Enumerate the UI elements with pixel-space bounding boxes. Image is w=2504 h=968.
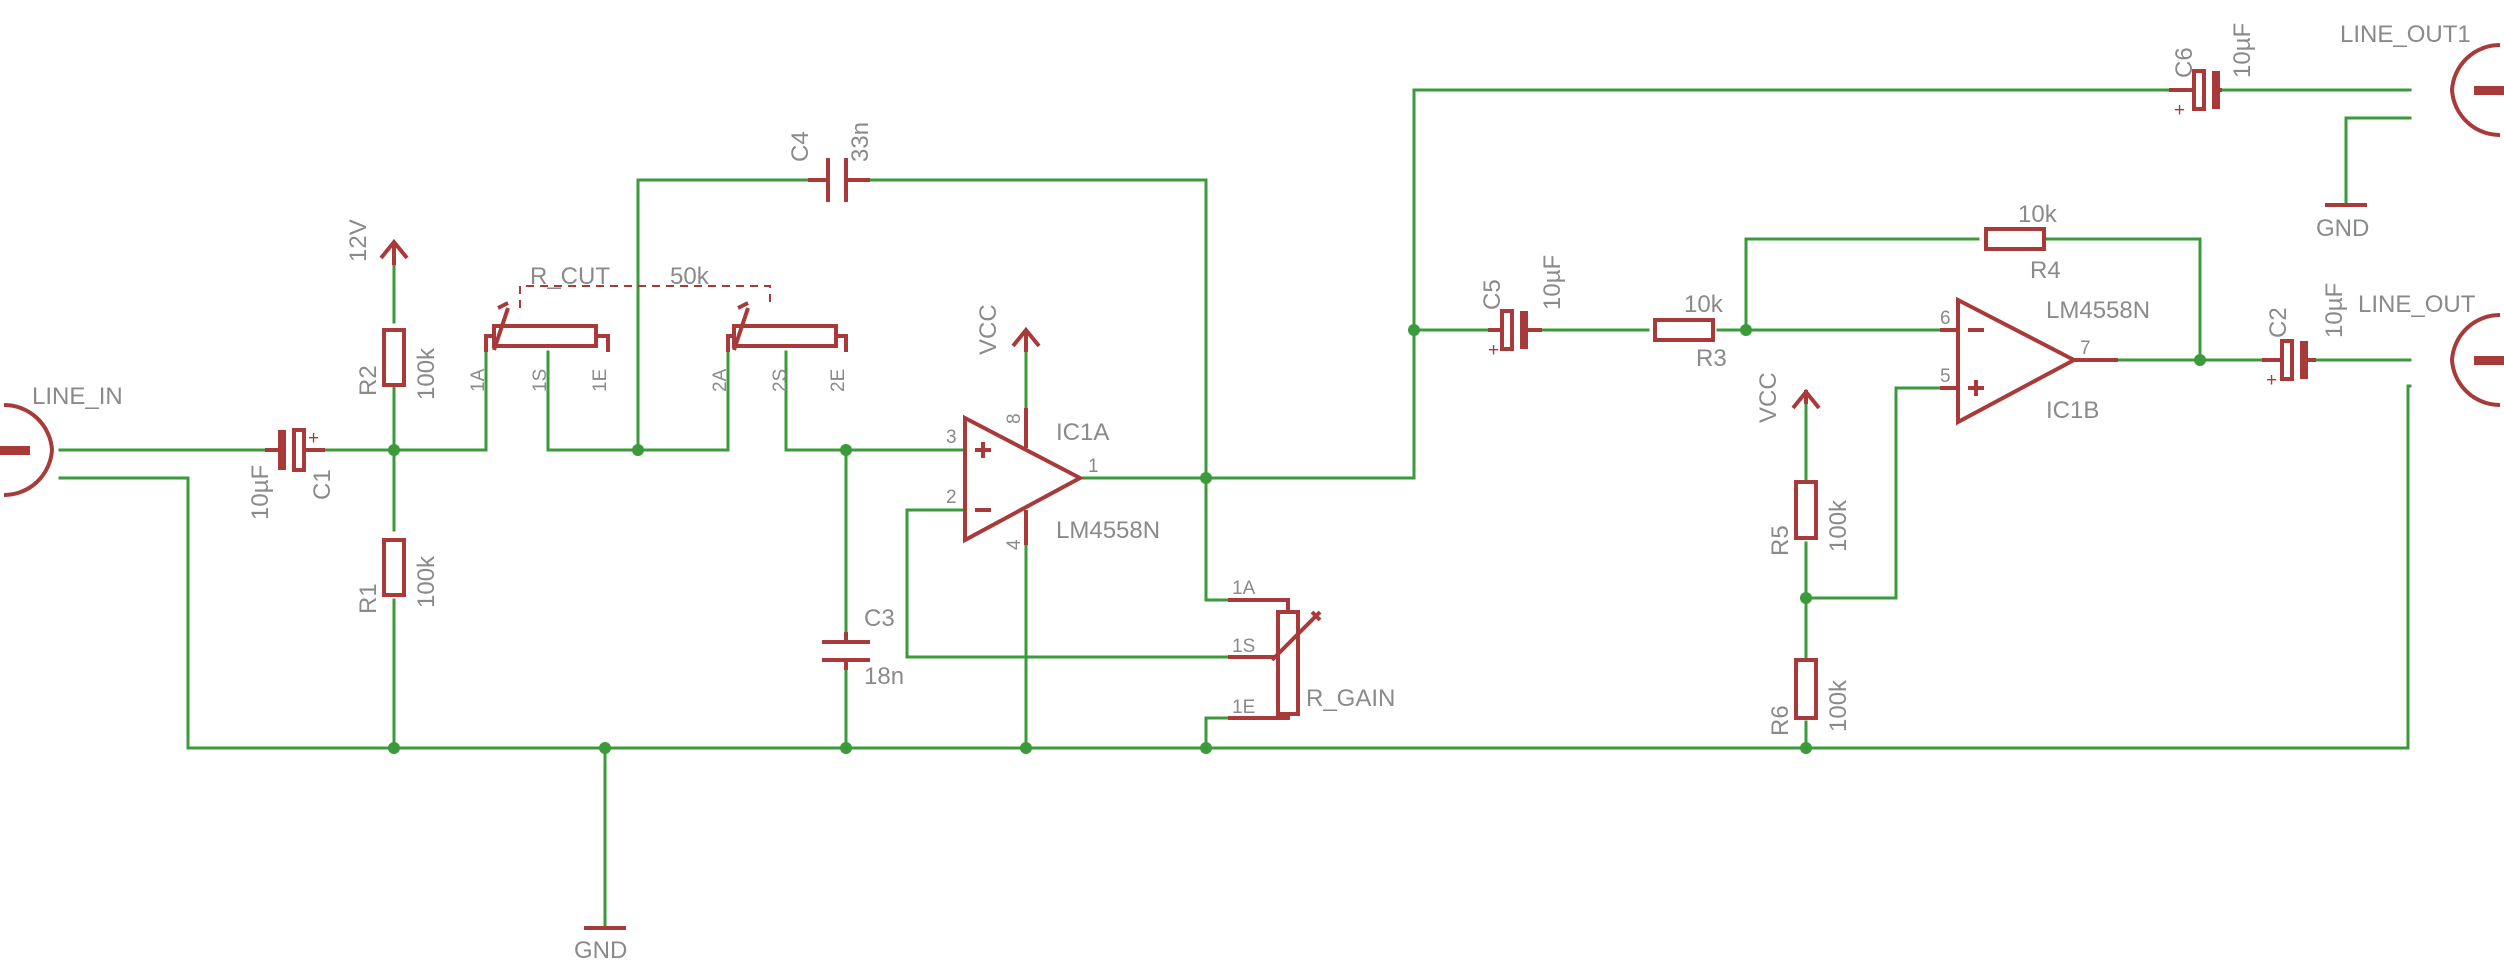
supply-12v-arrow-icon <box>379 238 409 265</box>
r-gain-pin-1s: 1S <box>1232 636 1255 657</box>
ic1b-pin-5: 5 <box>1940 366 1951 387</box>
c2-name: C2 <box>2265 307 2292 338</box>
r1-value: 100k <box>413 555 440 608</box>
capacitor-c1-icon: + <box>265 428 325 472</box>
svg-text:+: + <box>1488 340 1499 361</box>
resistor-r3-icon <box>1653 318 1715 342</box>
line-in-label: LINE_IN <box>32 383 123 410</box>
r2-name: R2 <box>355 365 382 396</box>
wires <box>58 88 2412 930</box>
r4-value: 10k <box>2018 201 2058 228</box>
capacitor-c5-icon: + <box>1488 309 1542 361</box>
resistor-r1-icon <box>382 538 406 597</box>
ic1b-part: LM4558N <box>2046 297 2150 324</box>
ic1a-part: LM4558N <box>1056 517 1160 544</box>
line-out1-label: LINE_OUT1 <box>2340 21 2471 48</box>
resistor-r4-icon <box>1984 227 2046 251</box>
line-in-jack-icon <box>0 402 55 498</box>
capacitor-c4-icon <box>808 158 870 202</box>
r3-value: 10k <box>1684 291 1724 318</box>
c3-name: C3 <box>864 605 895 632</box>
c3-value: 18n <box>864 663 904 690</box>
r-gain-name: R_GAIN <box>1306 685 1395 712</box>
ic1a-pin-8: 8 <box>1004 413 1025 424</box>
c5-name: C5 <box>1479 279 1506 310</box>
svg-text:+: + <box>2266 370 2277 391</box>
line-out1-jack-icon <box>2449 42 2504 138</box>
supply-vcc-ic1b-label: VCC <box>1755 372 1782 423</box>
r-cut-pin-2s: 2S <box>770 369 791 392</box>
capacitor-c2-icon: + <box>2262 339 2316 391</box>
ic1a-name: IC1A <box>1056 419 1109 446</box>
r5-name: R5 <box>1767 525 1794 556</box>
opamp-ic1a-icon <box>963 408 1085 545</box>
r4-name: R4 <box>2030 257 2061 284</box>
r-cut-value: 50k <box>670 263 710 290</box>
line-out-label: LINE_OUT <box>2358 291 2476 318</box>
supply-vcc-ic1a-label: VCC <box>975 304 1002 355</box>
r-cut-pin-2e: 2E <box>828 369 849 392</box>
ic1a-pin-3: 3 <box>946 427 957 448</box>
gnd-label-top: GND <box>2316 215 2369 242</box>
ic1a-pin-2: 2 <box>946 487 957 508</box>
c5-value: 10µF <box>1539 255 1566 310</box>
svg-text:+: + <box>308 428 319 449</box>
line-out-jack-icon <box>2449 312 2504 408</box>
c2-value: 10µF <box>2321 283 2348 338</box>
svg-text:+: + <box>2174 100 2185 121</box>
pot-r-cut-icon <box>484 285 848 352</box>
capacitor-c6-icon: + <box>2169 69 2222 121</box>
opamp-ic1b-icon <box>1940 296 2118 426</box>
junction-dots <box>388 324 2206 754</box>
r-cut-pin-1s: 1S <box>530 369 551 392</box>
resistor-r2-icon <box>382 328 406 387</box>
c6-value: 10µF <box>2229 23 2256 78</box>
r-cut-pin-2a: 2A <box>710 368 731 392</box>
r5-value: 100k <box>1825 499 1852 552</box>
ic1b-name: IC1B <box>2046 397 2099 424</box>
r-cut-name: R_CUT <box>530 263 610 290</box>
c1-value: 10µF <box>247 465 274 520</box>
supply-vcc-ic1a-arrow-icon <box>1011 326 1041 352</box>
ic1b-pin-6: 6 <box>1940 308 1951 329</box>
capacitor-c3-icon <box>822 632 870 670</box>
c4-name: C4 <box>787 131 814 162</box>
r6-name: R6 <box>1767 705 1794 736</box>
r-cut-pin-1e: 1E <box>590 369 611 392</box>
supply-12v-label: 12V <box>345 219 372 262</box>
r-gain-pin-1e: 1E <box>1232 697 1255 718</box>
ic1a-pin-1: 1 <box>1088 456 1099 477</box>
r-cut-pin-1a: 1A <box>468 368 489 392</box>
ic1b-pin-7: 7 <box>2080 338 2091 359</box>
supply-vcc-ic1b-arrow-icon <box>1791 388 1821 410</box>
resistor-r6-icon <box>1794 658 1818 720</box>
r3-name: R3 <box>1696 345 1727 372</box>
r2-value: 100k <box>413 347 440 400</box>
r1-name: R1 <box>355 583 382 614</box>
c1-name: C1 <box>309 469 336 500</box>
r6-value: 100k <box>1825 679 1852 732</box>
ic1a-pin-4: 4 <box>1004 539 1025 550</box>
gnd-label-bottom: GND <box>574 937 627 964</box>
c6-name: C6 <box>2171 47 2198 78</box>
r-gain-pin-1a: 1A <box>1232 578 1256 599</box>
pot-r-gain-icon <box>1228 598 1322 720</box>
c4-value: 33n <box>847 122 874 162</box>
resistor-r5-icon <box>1794 480 1818 540</box>
